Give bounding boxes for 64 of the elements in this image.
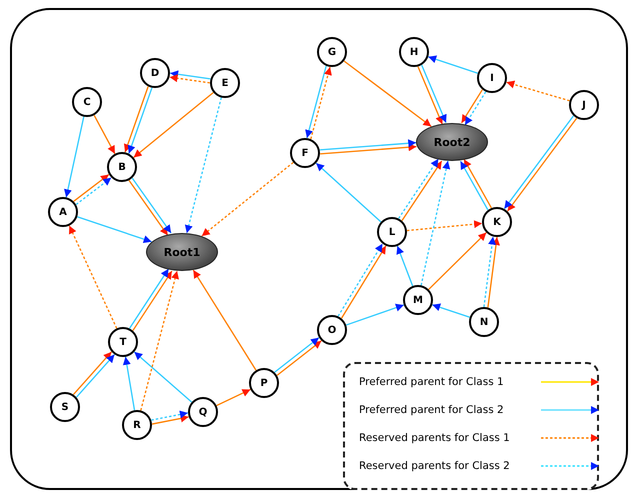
arrow — [64, 116, 84, 198]
legend-label: Reserved parents for Class 1 — [359, 432, 511, 444]
arrow — [432, 303, 470, 318]
arrow — [421, 64, 447, 123]
arrow — [344, 60, 432, 127]
node-circle: G — [317, 37, 347, 67]
dotted-arrow — [310, 66, 332, 140]
node-circle: E — [210, 68, 240, 98]
node-circle: K — [482, 207, 512, 237]
node-circle: I — [477, 63, 507, 93]
legend-label: Preferred parent for Class 1 — [359, 376, 505, 388]
arrow — [122, 356, 136, 410]
node-circle: M — [403, 285, 433, 315]
dotted-arrow — [420, 160, 450, 286]
node-circle: D — [140, 58, 170, 88]
node-circle: T — [108, 327, 138, 357]
dotted-arrow — [184, 97, 222, 234]
root-ellipse: Root1 — [146, 233, 218, 271]
arrow — [152, 414, 189, 425]
node-circle: S — [50, 392, 80, 422]
dotted-arrow — [464, 91, 486, 126]
arrow — [134, 351, 192, 403]
arrow — [128, 88, 153, 154]
arrow — [461, 89, 483, 124]
arrow — [320, 143, 417, 155]
arrow — [94, 114, 116, 154]
arrow — [77, 216, 152, 244]
arrow — [396, 246, 414, 286]
node-circle: C — [72, 87, 102, 117]
dotted-arrow — [68, 225, 118, 329]
arrow — [192, 270, 257, 371]
node-circle: B — [107, 152, 137, 182]
arrow — [428, 232, 487, 290]
root-ellipse: Root2 — [416, 123, 488, 161]
arrow — [133, 92, 214, 158]
dotted-arrow — [169, 74, 210, 84]
arrow — [305, 66, 327, 138]
legend-label: Preferred parent for Class 2 — [359, 404, 505, 416]
arrow — [346, 304, 404, 326]
arrow — [170, 70, 211, 80]
arrow — [428, 55, 478, 74]
dotted-arrow — [406, 220, 482, 232]
node-circle: R — [122, 410, 152, 440]
arrow — [320, 139, 416, 151]
arrow — [316, 162, 382, 222]
node-circle: P — [249, 368, 279, 398]
legend-label: Reserved parents for Class 2 — [359, 460, 511, 472]
node-circle: J — [569, 90, 599, 120]
dotted-arrow — [506, 80, 570, 102]
arrow — [124, 86, 149, 152]
arrow — [216, 388, 251, 406]
node-circle: A — [48, 197, 78, 227]
arrow — [417, 66, 443, 124]
dotted-arrow — [151, 410, 188, 421]
node-circle: Q — [188, 397, 218, 427]
node-circle: N — [469, 307, 499, 337]
dotted-arrow — [483, 236, 496, 307]
node-circle: O — [317, 315, 347, 345]
node-circle: F — [290, 138, 320, 168]
node-circle: L — [377, 217, 407, 247]
dotted-arrow — [140, 270, 179, 411]
node-circle: H — [399, 37, 429, 67]
dotted-arrow — [201, 162, 294, 237]
arrow — [487, 237, 500, 308]
